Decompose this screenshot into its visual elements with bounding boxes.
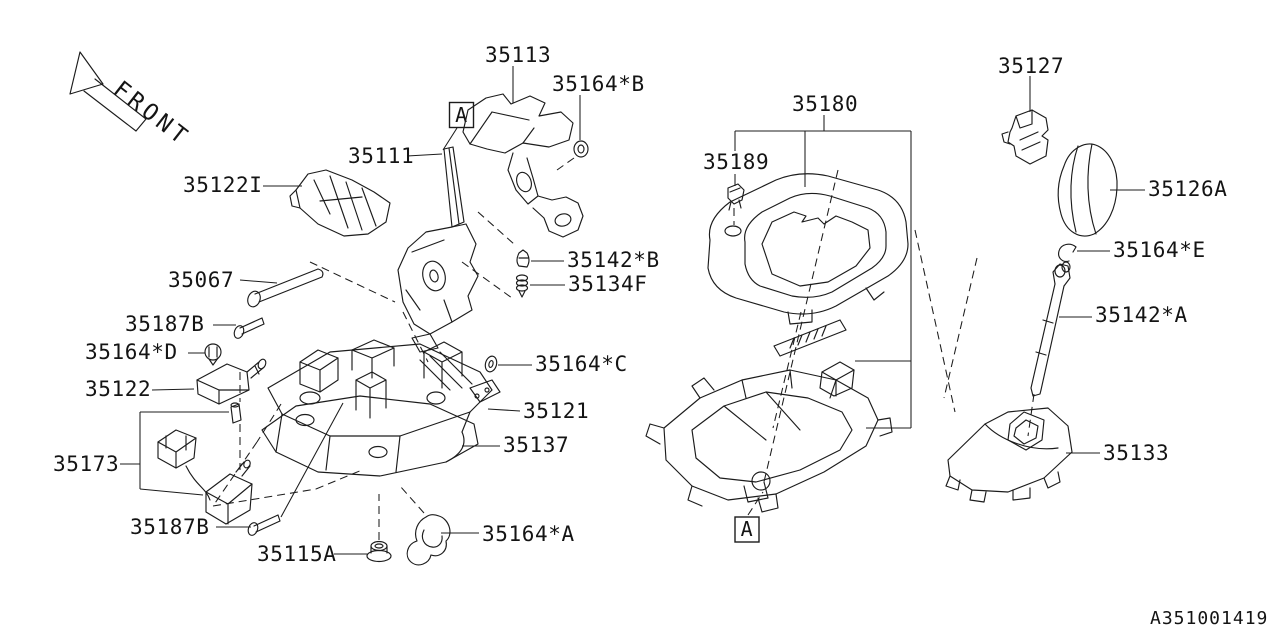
- front-label: FRONT: [108, 76, 194, 151]
- part-label-35173: 35173: [53, 452, 119, 476]
- part-label-35164b: 35164*B: [552, 72, 645, 96]
- part-label-35134f: 35134F: [568, 272, 647, 296]
- section-marker-a-top: A: [442, 101, 475, 151]
- part-35142b-detent-drawing: [516, 249, 530, 268]
- leader-lines: [120, 66, 1145, 555]
- part-35127-button-drawing: [1001, 109, 1049, 165]
- part-35122i-plate-drawing: [289, 169, 391, 237]
- part-35180-slider-spring-drawing: [773, 319, 855, 397]
- part-label-35164a: 35164*A: [482, 522, 575, 546]
- drawing-id: A351001419: [1150, 608, 1268, 629]
- part-35067-pin-drawing: [247, 268, 324, 308]
- part-label-35113: 35113: [485, 43, 551, 67]
- part-35164a-clip-drawing: [406, 514, 451, 566]
- part-35113-bracket-drawing: [462, 93, 584, 238]
- part-label-35121: 35121: [523, 399, 589, 423]
- part-35137-plate-drawing: [261, 395, 479, 477]
- part-label-35115a: 35115A: [257, 542, 336, 566]
- part-35134f-spring-drawing: [515, 274, 529, 298]
- alignment-dashed-lines-center: [762, 169, 978, 487]
- part-label-35133: 35133: [1103, 441, 1169, 465]
- part-35142a-rod-drawing: [1030, 261, 1071, 397]
- part-label-35137: 35137: [503, 433, 569, 457]
- alignment-dashed-lines-left: [212, 211, 515, 507]
- part-label-35127: 35127: [998, 54, 1064, 78]
- section-marker-letter: A: [455, 103, 468, 127]
- part-35189-clip-drawing: [727, 183, 745, 211]
- part-35164b-ring-drawing: [573, 140, 589, 158]
- part-label-35126a: 35126A: [1148, 177, 1227, 201]
- part-label-35164c: 35164*C: [535, 352, 628, 376]
- part-35122-switch-drawing: [196, 358, 267, 405]
- part-35164d-clip-drawing: [204, 343, 222, 366]
- part-35115a-grommet-drawing: [366, 540, 392, 563]
- part-label-35142a: 35142*A: [1095, 303, 1188, 327]
- part-label-35164e: 35164*E: [1113, 238, 1206, 262]
- part-label-35122: 35122: [85, 377, 151, 401]
- part-35173-solenoid-drawing: [157, 402, 253, 525]
- section-marker-a-bottom: A: [734, 491, 764, 543]
- part-label-35142b: 35142*B: [567, 248, 660, 272]
- part-number-labels: 35113 35164*B 35111 35122I 35067 35187B …: [53, 43, 1227, 566]
- front-direction-arrow-icon: [69, 51, 147, 132]
- part-label-35189: 35189: [703, 150, 769, 174]
- part-35111-lever-drawing: [397, 146, 479, 353]
- part-label-35180: 35180: [792, 92, 858, 116]
- bracket-35180-leaders: [734, 115, 912, 429]
- part-label-35164d: 35164*D: [85, 340, 178, 364]
- part-35180-indicator-plate-drawing: [707, 173, 909, 325]
- part-label-35122i: 35122I: [183, 173, 262, 197]
- part-label-35111: 35111: [348, 144, 414, 168]
- part-label-35187b-lower: 35187B: [130, 515, 209, 539]
- part-35133-boot-drawing: [945, 407, 1073, 503]
- part-label-35067: 35067: [168, 268, 234, 292]
- part-label-35187b-upper: 35187B: [125, 312, 204, 336]
- part-35121-bracket-assembly-drawing: [267, 339, 501, 437]
- part-35180-base-frame-drawing: [645, 369, 893, 513]
- section-marker-letter: A: [741, 517, 754, 541]
- part-35164e-clip-drawing: [1058, 243, 1077, 263]
- part-35126a-knob-drawing: [1057, 143, 1118, 237]
- part-35187b-lower-screw-drawing: [247, 514, 281, 536]
- part-35164c-washer-drawing: [484, 355, 498, 373]
- part-35187b-upper-screw-drawing: [233, 317, 265, 339]
